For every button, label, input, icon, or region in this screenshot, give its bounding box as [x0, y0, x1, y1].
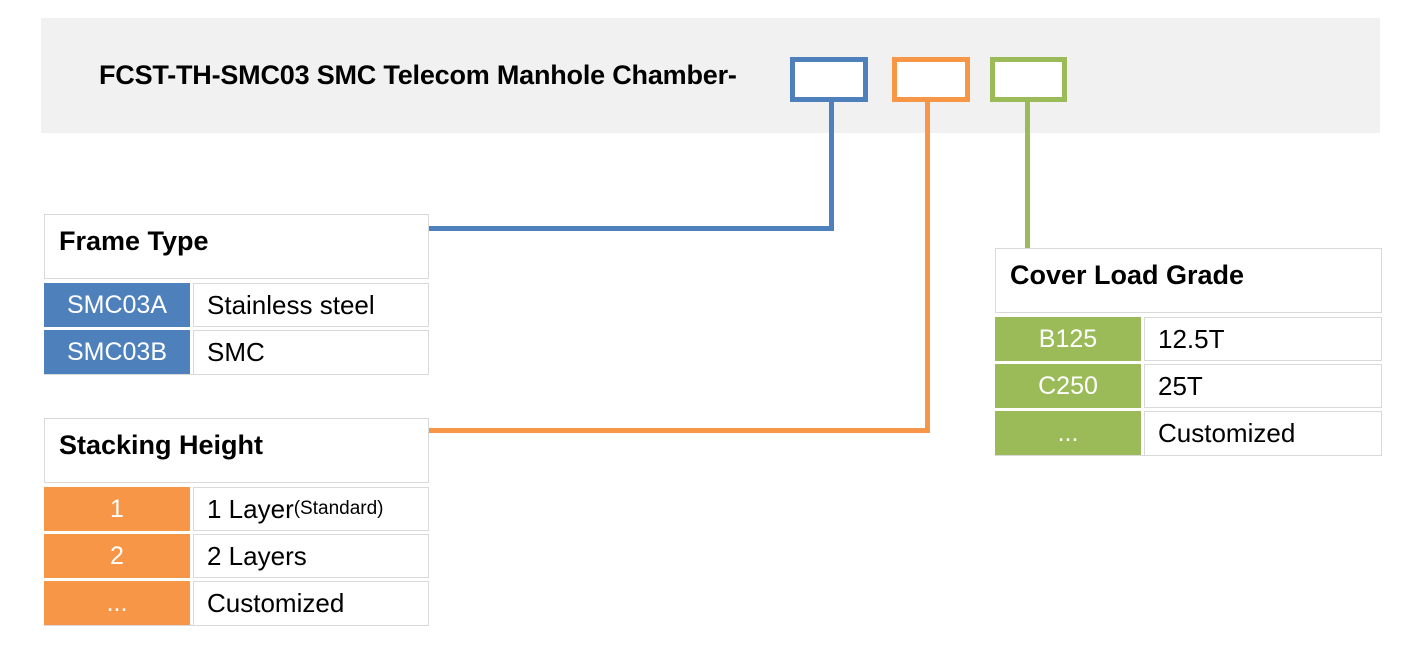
product-code-title: FCST-TH-SMC03 SMC Telecom Manhole Chambe…: [99, 60, 737, 90]
value-cell: 25T: [1144, 364, 1382, 408]
table-row: C250 25T: [995, 364, 1382, 408]
stacking-height-table-body: 1 1 Layer(Standard) 2 2 Layers ... Custo…: [44, 487, 429, 626]
cover-load-grade-table-title: Cover Load Grade: [995, 248, 1382, 313]
code-cell: B125: [995, 317, 1141, 361]
code-cell: ...: [995, 411, 1141, 455]
cover-load-grade-table: Cover Load Grade B125 12.5T C250 25T ...…: [995, 248, 1382, 456]
code-cell: 1: [44, 487, 190, 531]
stacking-height-code-box: [892, 57, 970, 102]
value-cell: 12.5T: [1144, 317, 1382, 361]
stacking-height-connector-vertical: [925, 101, 930, 433]
cover-load-grade-code-box: [990, 57, 1067, 102]
table-row: B125 12.5T: [995, 317, 1382, 361]
table-row: ... Customized: [44, 581, 429, 626]
frame-type-table-title: Frame Type: [44, 214, 429, 279]
value-note: (Standard): [293, 498, 384, 519]
cover-load-grade-connector-vertical: [1025, 101, 1030, 250]
value-cell: 2 Layers: [193, 534, 429, 578]
frame-type-code-box: [790, 57, 868, 102]
value-cell: SMC: [193, 330, 429, 374]
value-text: 1 Layer: [207, 493, 294, 524]
code-cell: 2: [44, 534, 190, 578]
frame-type-connector-vertical: [829, 101, 834, 231]
code-cell: ...: [44, 581, 190, 625]
table-row: 1 1 Layer(Standard): [44, 487, 429, 531]
value-cell: Customized: [193, 581, 429, 625]
value-cell: Stainless steel: [193, 283, 429, 327]
code-cell: C250: [995, 364, 1141, 408]
frame-type-table-body: SMC03A Stainless steel SMC03B SMC: [44, 283, 429, 375]
table-row: SMC03A Stainless steel: [44, 283, 429, 327]
title-band: [41, 18, 1380, 133]
stacking-height-table: Stacking Height 1 1 Layer(Standard) 2 2 …: [44, 418, 429, 626]
cover-load-grade-table-body: B125 12.5T C250 25T ... Customized: [995, 317, 1382, 456]
table-row: ... Customized: [995, 411, 1382, 456]
table-row: SMC03B SMC: [44, 330, 429, 375]
table-row: 2 2 Layers: [44, 534, 429, 578]
value-cell: 1 Layer(Standard): [193, 487, 429, 531]
code-cell: SMC03A: [44, 283, 190, 327]
code-cell: SMC03B: [44, 330, 190, 374]
stacking-height-table-title: Stacking Height: [44, 418, 429, 483]
frame-type-table: Frame Type SMC03A Stainless steel SMC03B…: [44, 214, 429, 375]
value-cell: Customized: [1144, 411, 1382, 455]
frame-type-connector-horizontal: [429, 226, 834, 231]
stacking-height-connector-horizontal: [429, 428, 930, 433]
